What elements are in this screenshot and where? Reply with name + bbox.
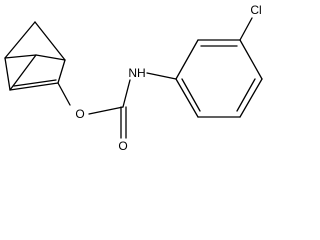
bond	[239, 78, 263, 118]
atom-label-nitrogen: NH	[128, 66, 145, 80]
bond	[35, 54, 66, 61]
bond-ring-to-oxygen	[57, 82, 71, 106]
bicyclic-ring	[4, 21, 66, 91]
aromatic-inner-bond	[236, 78, 256, 112]
phenyl-ring	[175, 17, 263, 118]
bond	[34, 21, 66, 61]
bond-ring-to-chlorine	[239, 17, 253, 41]
bond	[175, 78, 199, 118]
carbamate-group	[57, 72, 177, 139]
bond	[57, 59, 66, 84]
bond	[4, 54, 37, 59]
atom-label-chlorine: Cl	[250, 3, 261, 17]
atom-label-oxygen-carbonyl: O	[118, 139, 127, 153]
bond-carbonyl-carbon-to-nitrogen	[122, 79, 131, 108]
atom-labels: O O NH Cl	[75, 3, 261, 153]
bond	[4, 57, 11, 91]
atom-label-oxygen-ester: O	[75, 107, 84, 121]
double-bond-inner	[13, 79, 57, 87]
bond	[239, 39, 263, 80]
bond	[9, 82, 59, 91]
aromatic-inner-bond	[181, 78, 201, 112]
bond	[175, 39, 199, 80]
chemical-structure-diagram: O O NH Cl	[4, 3, 263, 153]
bond	[4, 21, 36, 59]
bond-oxygen-to-carbonyl-carbon	[88, 106, 124, 115]
bond-nitrogen-to-ring	[146, 72, 177, 80]
bond	[9, 54, 37, 91]
